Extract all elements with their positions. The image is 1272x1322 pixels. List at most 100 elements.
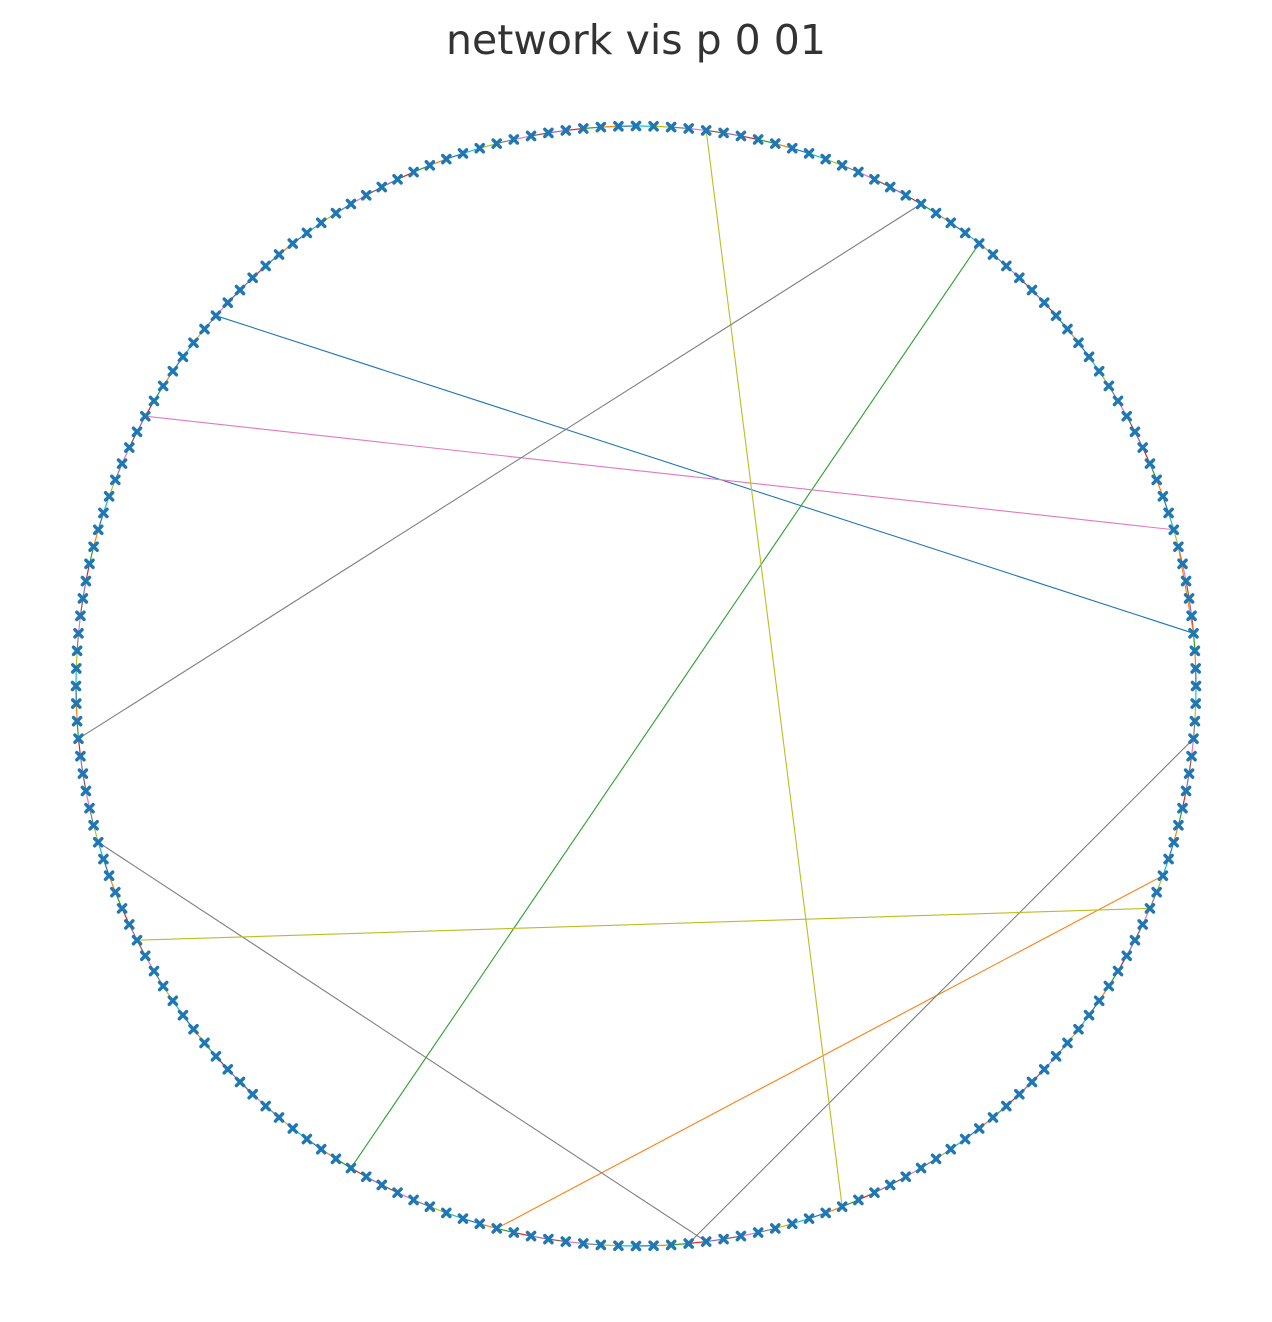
node-marker-stroke xyxy=(441,1207,452,1219)
node-marker xyxy=(247,272,258,284)
node-marker xyxy=(474,142,486,154)
node-marker xyxy=(1186,610,1197,622)
node-marker xyxy=(110,474,121,486)
node-marker xyxy=(665,121,677,133)
chord-edge xyxy=(688,738,1194,1244)
node-marker xyxy=(222,1064,234,1075)
node-marker xyxy=(1093,365,1105,377)
node-marker-stroke xyxy=(803,1213,815,1224)
node-marker xyxy=(457,1213,469,1224)
node-marker-stroke xyxy=(1173,541,1184,553)
node-marker-stroke xyxy=(1144,458,1156,469)
node-marker-stroke xyxy=(167,995,179,1007)
node-marker-stroke xyxy=(508,1227,520,1238)
node-marker-stroke xyxy=(148,395,160,407)
node-marker xyxy=(71,715,83,727)
node-marker xyxy=(330,1153,342,1165)
node-marker-stroke xyxy=(73,733,84,745)
ring-edge xyxy=(583,1242,601,1246)
node-marker-stroke xyxy=(73,627,84,639)
node-marker xyxy=(1189,715,1201,727)
node-marker xyxy=(157,980,169,992)
node-marker xyxy=(853,1194,864,1206)
node-marker xyxy=(1189,645,1201,657)
node-marker xyxy=(769,138,781,149)
node-marker xyxy=(1186,750,1197,762)
ring-edge xyxy=(688,1240,707,1245)
ring-edge xyxy=(76,721,80,739)
node-marker xyxy=(1103,980,1115,992)
node-marker-stroke xyxy=(247,272,258,284)
node-marker xyxy=(301,227,313,239)
node-marker-stroke xyxy=(1062,323,1073,335)
node-marker xyxy=(930,1153,942,1165)
node-marker xyxy=(123,919,135,930)
node-marker xyxy=(1190,680,1202,692)
node-marker xyxy=(234,1076,246,1088)
node-marker xyxy=(836,1201,848,1212)
node-marker-stroke xyxy=(786,142,798,154)
node-marker-stroke xyxy=(116,903,128,914)
node-marker xyxy=(900,1171,912,1183)
node-marker xyxy=(595,1239,607,1251)
node-marker xyxy=(648,120,659,132)
node-marker xyxy=(508,1227,520,1238)
node-marker xyxy=(1144,903,1156,914)
node-marker xyxy=(392,173,403,185)
node-marker-stroke xyxy=(234,1076,246,1088)
node-marker-stroke xyxy=(80,575,92,587)
node-marker-stroke xyxy=(123,919,135,930)
node-marker-stroke xyxy=(199,323,210,335)
ring-edge xyxy=(565,127,584,132)
node-marker-stroke xyxy=(930,1153,942,1165)
node-marker xyxy=(360,189,372,201)
node-marker-stroke xyxy=(75,750,86,762)
node-marker-stroke xyxy=(683,123,695,134)
node-marker xyxy=(103,491,115,502)
chord-edge xyxy=(215,315,1194,634)
ring-edge xyxy=(653,125,672,128)
node-marker-stroke xyxy=(1168,524,1180,536)
node-marker xyxy=(1168,524,1180,536)
node-marker xyxy=(1129,934,1141,946)
node-marker-stroke xyxy=(77,593,89,604)
node-marker xyxy=(71,645,83,657)
ring-edge xyxy=(600,125,619,128)
node-marker-stroke xyxy=(1093,365,1105,377)
node-marker xyxy=(1157,870,1169,881)
node-marker-stroke xyxy=(157,980,169,992)
node-marker-stroke xyxy=(273,249,285,260)
node-marker-stroke xyxy=(84,558,95,570)
node-marker-stroke xyxy=(630,120,642,132)
node-marker-stroke xyxy=(360,189,372,201)
node-marker xyxy=(1121,410,1133,422)
node-marker xyxy=(103,870,115,881)
node-marker xyxy=(139,950,151,962)
node-marker xyxy=(786,142,798,154)
node-marker-stroke xyxy=(273,1112,285,1123)
node-marker xyxy=(973,238,985,249)
node-marker-stroke xyxy=(77,768,89,779)
node-marker xyxy=(88,541,99,553)
node-marker xyxy=(930,207,942,219)
node-marker-stroke xyxy=(1073,337,1084,349)
node-marker xyxy=(1177,558,1188,570)
node-marker-stroke xyxy=(987,249,999,260)
node-marker-stroke xyxy=(287,238,299,249)
node-marker xyxy=(1121,950,1133,962)
node-marker-stroke xyxy=(188,1023,199,1035)
node-marker-stroke xyxy=(1026,284,1038,296)
node-marker-stroke xyxy=(900,189,912,201)
node-marker xyxy=(525,1230,537,1242)
node-marker xyxy=(98,507,109,519)
node-marker xyxy=(376,181,388,193)
ring-edge xyxy=(75,650,78,669)
ring-edge xyxy=(565,1240,584,1245)
node-marker xyxy=(769,1223,781,1234)
ring-edge xyxy=(1194,703,1197,722)
node-marker-stroke xyxy=(1137,919,1149,930)
node-marker-stroke xyxy=(973,238,985,249)
node-marker xyxy=(869,173,880,185)
node-marker-stroke xyxy=(1180,575,1192,587)
node-marker xyxy=(803,148,815,159)
